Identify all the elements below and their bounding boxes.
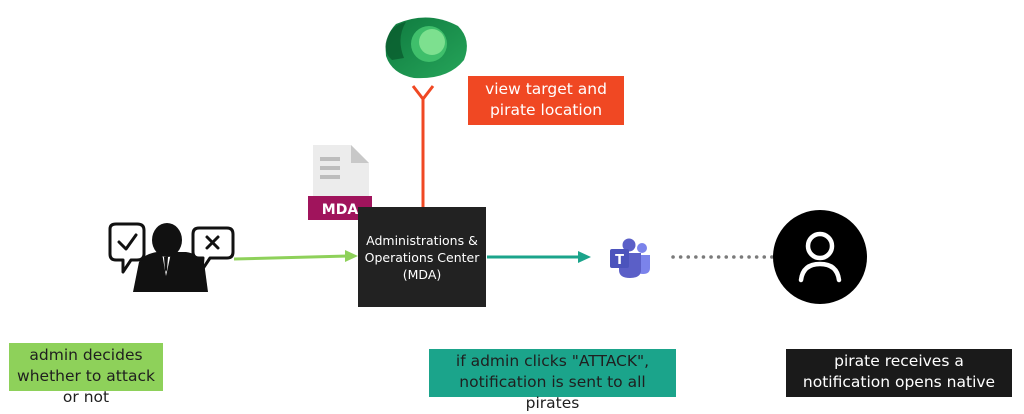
check-speech-bubble-icon [108,222,146,274]
mda-box-label: Administrations & Operations Center (MDA… [364,232,480,282]
admin-person-icon [133,223,208,292]
pirate-receives-label: pirate receives a notification opens nat… [786,349,1012,412]
view-target-label: view target and pirate location [468,76,624,125]
mda-box: Administrations & Operations Center (MDA… [358,207,486,307]
user-avatar-icon [773,210,867,304]
view-target-text: view target and pirate location [485,80,607,119]
attack-notice-text: if admin clicks "ATTACK", notification i… [455,352,650,412]
mda-file-icon: MDA [308,145,372,220]
microsoft-teams-logo: T [610,238,650,278]
attack-notice-label: if admin clicks "ATTACK", notification i… [429,349,676,412]
dynamics-365-logo [385,17,467,79]
green-arrow-admin-to-mda [233,250,358,262]
svg-text:T: T [615,253,624,268]
mda-file-label: MDA [322,202,359,218]
teal-arrow-mda-to-teams [487,251,591,263]
admin-decides-label: admin decides whether to attack or not [9,343,163,406]
cross-speech-bubble-icon [191,226,235,272]
admin-decides-text: admin decides whether to attack or not [17,346,155,406]
red-arrow-mda-to-dynamics [411,85,435,207]
pirate-receives-text: pirate receives a notification opens nat… [802,352,996,412]
